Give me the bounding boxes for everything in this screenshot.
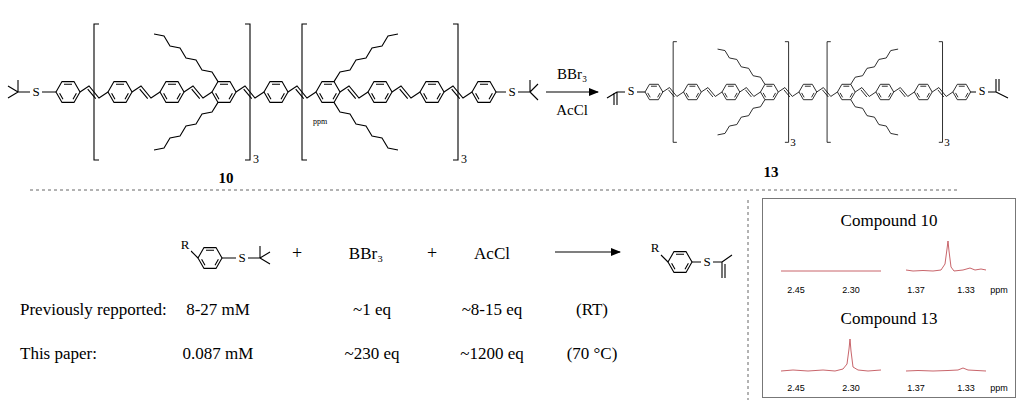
atom-label: S	[31, 85, 40, 99]
table-cell: ~1200 eq	[460, 345, 524, 364]
axis-tick: 2.30	[842, 384, 860, 394]
atom-label: R	[180, 238, 191, 252]
axis-tick: 1.33	[957, 384, 975, 394]
table-cell: ~8-15 eq	[462, 301, 523, 320]
plus-sign: +	[292, 244, 302, 264]
repeat-subscript: 3	[253, 153, 259, 166]
row-header: This paper:	[20, 345, 97, 364]
compound-10-structure	[8, 24, 538, 160]
row-header: Previously repported:	[20, 301, 167, 320]
spectrum-trace	[906, 241, 986, 271]
compound-number: 13	[764, 164, 779, 181]
reaction-arrows	[546, 92, 620, 252]
nmr-panel: Compound 102.452.301.371.33ppmCompound 1…	[762, 198, 1016, 398]
axis-unit: ppm	[990, 286, 1008, 296]
axis-tick: 2.45	[787, 286, 805, 296]
spectrum-trace	[781, 339, 881, 371]
atom-label: S	[978, 85, 987, 98]
axis-tick: 2.45	[787, 384, 805, 394]
atom-label: S	[627, 85, 636, 98]
reagent: BBr₃	[557, 66, 587, 83]
plus-sign: +	[427, 244, 437, 264]
table-cell: 0.087 mM	[183, 345, 254, 364]
reagent: BBr₃	[349, 245, 383, 264]
panel-heading: Compound 13	[841, 310, 938, 329]
axis-tick: 1.37	[907, 384, 925, 394]
reagent: AcCl	[556, 102, 588, 119]
atom-label: R	[650, 241, 661, 255]
compound-number: 10	[219, 170, 234, 187]
axis-tick: 1.33	[957, 286, 975, 296]
table-cell: ~1 eq	[353, 301, 391, 320]
stray-unit: ppm	[313, 118, 327, 127]
spectrum-trace	[781, 271, 881, 272]
spectrum-trace	[906, 368, 986, 371]
reagent: AcCl	[474, 245, 510, 264]
atom-label: S	[702, 255, 711, 269]
table-cell: (RT)	[576, 301, 608, 320]
axis-tick: 2.30	[842, 286, 860, 296]
atom-label: S	[237, 251, 246, 265]
compound-13-structure	[607, 42, 1008, 143]
table-cell: ~230 eq	[345, 345, 400, 364]
axis-unit: ppm	[990, 384, 1008, 394]
repeat-subscript: 3	[461, 153, 467, 166]
table-cell: (70 °C)	[567, 345, 618, 364]
table-cell: 8-27 mM	[186, 301, 250, 320]
repeat-subscript: 3	[790, 136, 796, 148]
panel-heading: Compound 10	[841, 212, 938, 231]
repeat-subscript: 3	[944, 136, 950, 148]
axis-tick: 1.37	[907, 286, 925, 296]
atom-label: S	[507, 85, 516, 99]
